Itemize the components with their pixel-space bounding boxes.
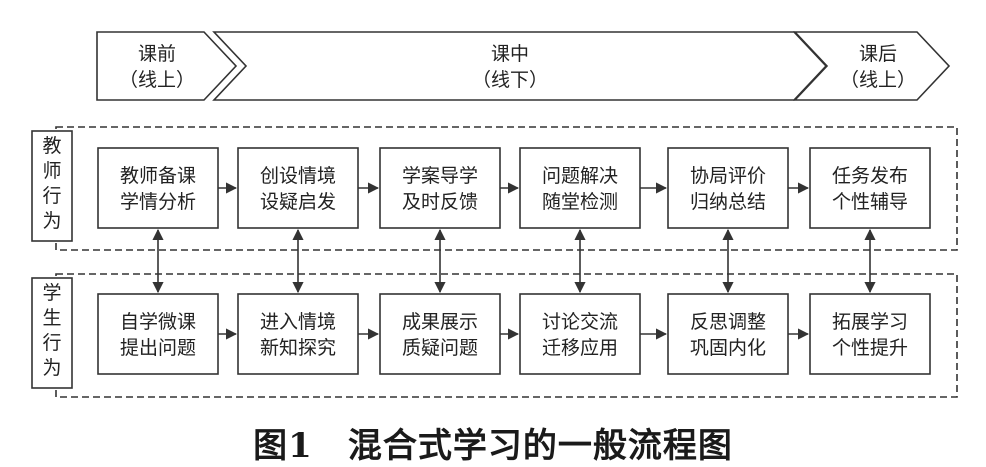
phase-post-subtitle: （线上） xyxy=(840,69,916,91)
svg-text:自学微课: 自学微课 xyxy=(120,311,196,333)
svg-text:问题解决: 问题解决 xyxy=(542,165,618,187)
student-step-2: 进入情境 新知探究 xyxy=(237,293,359,375)
teacher-step-5: 协局评价 归纳总结 xyxy=(667,147,789,229)
student-step-6: 拓展学习 个性提升 xyxy=(809,293,931,375)
teacher-step-6: 任务发布 个性辅导 xyxy=(809,147,931,229)
svg-text:提出问题: 提出问题 xyxy=(120,337,196,359)
svg-text:随堂检测: 随堂检测 xyxy=(542,191,618,213)
teacher-step-1: 教师备课 学情分析 xyxy=(97,147,219,229)
teacher-label-box xyxy=(31,130,73,242)
svg-text:任务发布: 任务发布 xyxy=(832,165,908,187)
svg-text:归纳总结: 归纳总结 xyxy=(690,191,766,213)
svg-text:新知探究: 新知探究 xyxy=(260,337,336,359)
student-label-box xyxy=(31,277,73,389)
teacher-step-4: 问题解决 随堂检测 xyxy=(519,147,641,229)
svg-text:反思调整: 反思调整 xyxy=(690,311,766,333)
phase-chevron-post: 课后 （线上） xyxy=(793,31,951,101)
student-step-5: 反思调整 巩固内化 xyxy=(667,293,789,375)
svg-text:学案导学: 学案导学 xyxy=(402,165,478,187)
svg-text:个性提升: 个性提升 xyxy=(832,337,908,359)
svg-text:为: 为 xyxy=(42,357,61,379)
svg-text:创设情境: 创设情境 xyxy=(260,165,336,187)
svg-text:设疑启发: 设疑启发 xyxy=(260,191,336,213)
student-label: 学 生 行 为 xyxy=(42,282,61,379)
svg-text:学: 学 xyxy=(42,282,61,304)
student-step-4: 讨论交流 迁移应用 xyxy=(519,293,641,375)
svg-text:学情分析: 学情分析 xyxy=(120,191,196,213)
phase-post-title: 课后 xyxy=(859,43,897,65)
phase-pre-title: 课前 xyxy=(138,43,176,65)
svg-text:个性辅导: 个性辅导 xyxy=(832,191,908,213)
svg-text:拓展学习: 拓展学习 xyxy=(832,311,908,333)
phase-in-title: 课中 xyxy=(491,43,529,65)
svg-text:师: 师 xyxy=(42,160,61,182)
svg-text:进入情境: 进入情境 xyxy=(260,311,336,333)
teacher-label: 教 师 行 为 xyxy=(42,135,61,232)
student-step-3: 成果展示 质疑问题 xyxy=(379,293,501,375)
svg-text:巩固内化: 巩固内化 xyxy=(690,337,766,359)
phase-pre-subtitle: （线上） xyxy=(119,69,195,91)
svg-text:为: 为 xyxy=(42,210,61,232)
student-step-1: 自学微课 提出问题 xyxy=(97,293,219,375)
svg-text:教师备课: 教师备课 xyxy=(120,165,196,187)
svg-text:迁移应用: 迁移应用 xyxy=(542,337,618,359)
figure-caption: 图1 混合式学习的一般流程图 xyxy=(253,426,733,466)
svg-text:成果展示: 成果展示 xyxy=(402,311,478,333)
svg-text:讨论交流: 讨论交流 xyxy=(542,311,618,333)
teacher-step-3: 学案导学 及时反馈 xyxy=(379,147,501,229)
interaction-arrows xyxy=(152,228,876,294)
svg-text:质疑问题: 质疑问题 xyxy=(402,337,478,359)
svg-text:生: 生 xyxy=(42,307,61,329)
phase-chevron-in: 课中 （线下） xyxy=(212,31,828,101)
svg-text:及时反馈: 及时反馈 xyxy=(402,191,478,213)
teacher-step-2: 创设情境 设疑启发 xyxy=(237,147,359,229)
phase-in-subtitle: （线下） xyxy=(472,69,548,91)
svg-text:行: 行 xyxy=(42,185,61,207)
svg-text:教: 教 xyxy=(42,135,61,157)
svg-text:协局评价: 协局评价 xyxy=(690,165,766,187)
svg-text:行: 行 xyxy=(42,332,61,354)
phase-chevron-pre: 课前 （线上） xyxy=(96,31,238,101)
